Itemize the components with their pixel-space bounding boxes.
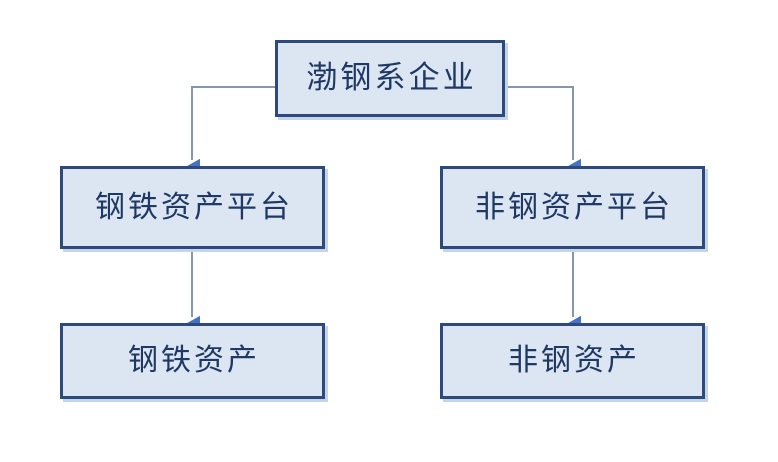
edge-root-to-platform-left xyxy=(184,86,275,177)
node-steel-asset[interactable]: 钢铁资产 xyxy=(60,323,325,399)
node-non-steel-asset-platform[interactable]: 非钢资产平台 xyxy=(440,166,705,249)
node-steel-asset-label: 钢铁资产 xyxy=(128,343,260,378)
node-non-steel-asset-platform-label: 非钢资产平台 xyxy=(475,189,673,225)
edge-root-to-platform-right xyxy=(505,86,581,177)
node-root[interactable]: 渤钢系企业 xyxy=(275,40,505,117)
node-steel-asset-platform[interactable]: 钢铁资产平台 xyxy=(60,166,325,249)
node-steel-asset-platform-label: 钢铁资产平台 xyxy=(95,189,293,225)
node-non-steel-asset-label: 非钢资产 xyxy=(508,343,640,378)
node-non-steel-asset[interactable]: 非钢资产 xyxy=(440,323,705,399)
node-root-label: 渤钢系企业 xyxy=(306,60,477,96)
